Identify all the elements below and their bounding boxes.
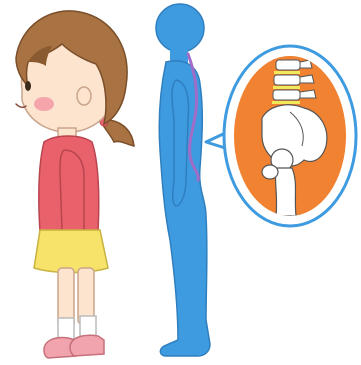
femur-shaft [275,168,296,216]
girl-skirt [34,230,108,273]
girl-eye [25,81,31,91]
body-silhouette [156,4,210,356]
girl-sleeve [60,150,84,233]
silhouette-arm [172,80,189,206]
girl-sock-back [58,318,74,340]
girl-shoe-front [70,335,104,356]
girl-cheek [34,97,54,111]
lumbar-vertebrae [272,60,316,104]
silhouette-head [156,4,204,52]
girl-sock-front [80,316,96,336]
girl-ear [77,87,91,105]
pelvis-callout [206,46,356,226]
girl-figure [16,11,134,358]
